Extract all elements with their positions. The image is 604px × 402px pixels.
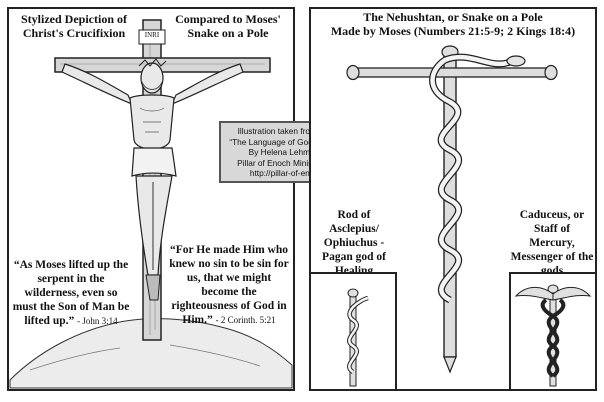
comparison-title: Compared to Moses' Snake on a Pole [175, 12, 281, 40]
corinthians-quote-text: “For He made Him who knew no sin to be s… [169, 244, 289, 326]
nehushtan-title: The Nehushtan, or Snake on a Pole Made b… [330, 10, 576, 38]
corinthians-quote: “For He made Him who knew no sin to be s… [168, 243, 290, 327]
credit-line-3: By Helena Lehman of the [248, 147, 343, 157]
rod-of-asclepius-icon [347, 288, 369, 387]
credit-line-1: Illustration taken from the book: [237, 126, 354, 136]
caduceus-label: Caduceus, or Staff of Mercury, Messenger… [510, 209, 594, 277]
cross-sign-text: INRI [144, 31, 160, 39]
crucifixion-title: Stylized Depiction of Christ's Crucifixi… [21, 12, 127, 40]
credit-line-4: Pillar of Enoch Ministry (POEM) [237, 157, 354, 168]
john-quote-text: “As Moses lifted up the serpent in the w… [12, 259, 130, 327]
john-quote-reference: - John 3:14 [77, 316, 118, 326]
credit-website: http://pillar-of-enoch.com [249, 168, 342, 178]
corinthians-quote-reference: - 2 Corinth. 5:21 [215, 315, 276, 325]
credit-line-2: “The Language of God in Humanity” [229, 136, 362, 147]
caduceus-icon [514, 284, 592, 387]
john-quote: “As Moses lifted up the serpent in the w… [12, 258, 130, 328]
